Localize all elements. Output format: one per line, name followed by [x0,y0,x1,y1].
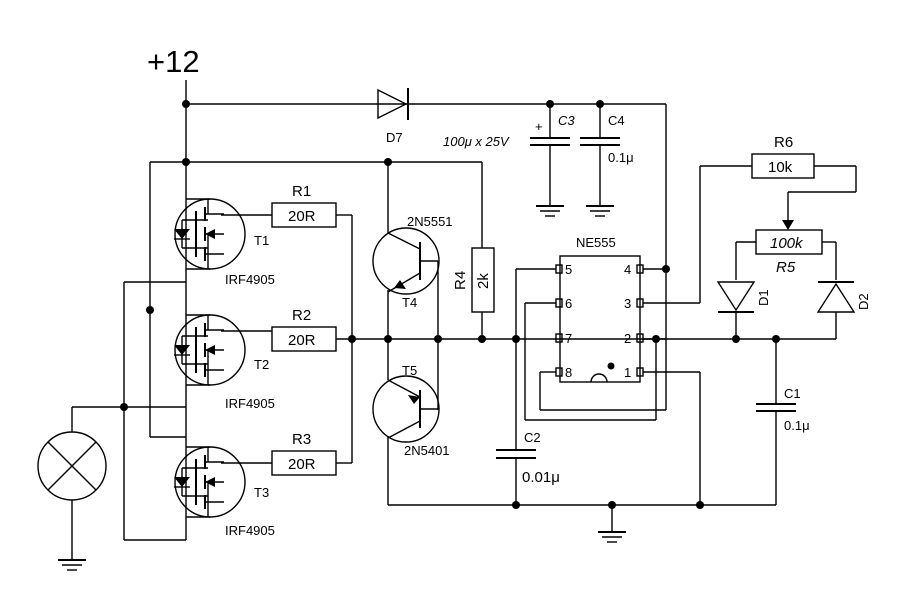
ic-pin-1: 1 [624,365,631,380]
t1-label: T1 [254,233,269,248]
resistor-r1: 20R R1 [271,183,337,228]
t5-part: 2N5401 [404,443,450,458]
ic-pin-3: 3 [624,296,631,311]
r2-label: R2 [292,307,311,324]
mosfet-t3: T3 IRF4905 [173,446,275,538]
ic-pin-7: 7 [565,331,572,346]
r1-label: R1 [292,183,311,200]
t3-label: T3 [254,485,269,500]
r6-label: R6 [774,134,793,151]
lamp [37,431,107,501]
bjt-t4: T4 2N5551 [372,214,453,310]
c1-label: C1 [784,386,801,401]
resistor-r4: 2k R4 [452,247,495,313]
ic-pin-8: 8 [565,365,572,380]
diode-d1: D1 [716,281,771,313]
capacitor-c2: C2 0.01μ [496,430,560,505]
ic-pin-5: 5 [565,262,572,277]
c3-value: 100μ x 25V [443,134,510,149]
ic-label: NE555 [576,235,616,250]
resistor-r3: 20R R3 [271,431,337,476]
t4-part: 2N5551 [407,214,453,229]
r4-value: 2k [475,273,492,289]
c2-label: C2 [524,430,541,445]
capacitor-c3: + C3 100μ x 25V [443,104,575,217]
ic-ne555: NE555 5 6 7 8 4 3 2 1 [555,235,644,383]
t2-label: T2 [254,357,269,372]
resistor-r2: 20R R2 [271,307,337,352]
r2-value: 20R [288,332,316,349]
t5-label: T5 [402,363,417,378]
d2-label: D2 [856,293,871,310]
ic-pin-4: 4 [624,262,631,277]
c3-label: C3 [558,113,575,128]
r5-label: R5 [776,259,796,276]
r3-label: R3 [292,431,311,448]
capacitor-c1: C1 0.1μ [756,339,810,505]
c4-value: 0.1μ [608,150,634,165]
r5-value: 100k [770,235,804,252]
potentiometer-r5: 100k R5 [755,229,823,276]
d7-label: D7 [386,130,403,145]
c3-polarity: + [535,119,543,134]
r3-value: 20R [288,456,316,473]
c1-value: 0.1μ [784,418,810,433]
capacitor-c4: C4 0.1μ [580,104,634,217]
r1-value: 20R [288,208,316,225]
d1-label: D1 [756,289,771,306]
junction-dots [120,100,780,509]
r4-label: R4 [452,271,469,290]
t3-part: IRF4905 [225,523,275,538]
supply-label: +12 [147,44,200,79]
c2-value: 0.01μ [522,469,560,486]
t2-part: IRF4905 [225,396,275,411]
t4-label: T4 [402,295,417,310]
resistor-r6: 10k R6 [751,134,815,179]
mosfet-t1: T1 IRF4905 [173,198,275,287]
diode-d2: D2 [816,281,871,313]
t1-part: IRF4905 [225,272,275,287]
diode-d7: D7 [377,88,409,145]
c4-label: C4 [608,113,625,128]
ic-pin-2: 2 [624,331,631,346]
r6-value: 10k [768,159,793,176]
bjt-t5: T5 2N5401 [372,363,450,458]
mosfet-t2: T2 IRF4905 [173,314,275,411]
ic-pin-6: 6 [565,296,572,311]
